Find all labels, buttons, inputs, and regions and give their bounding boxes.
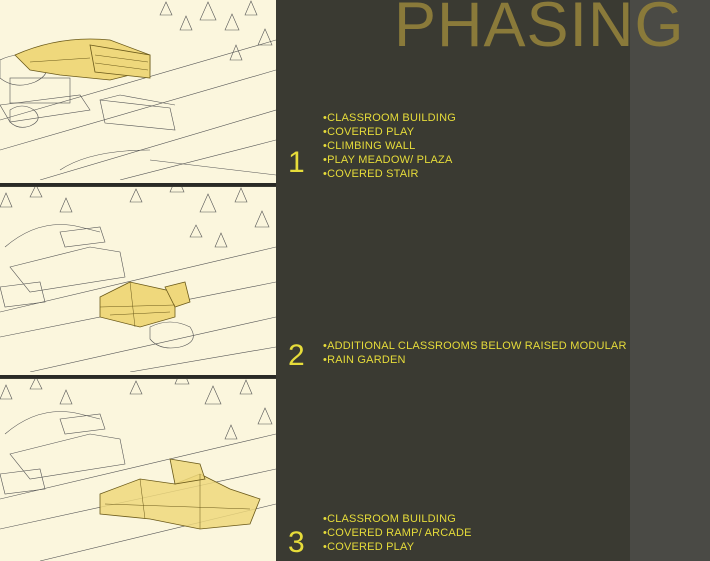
list-item: COVERED PLAY [323,125,456,139]
list-item: RAIN GARDEN [323,353,627,367]
phase-2-list: ADDITIONAL CLASSROOMS BELOW RAISED MODUL… [323,339,627,367]
list-item: CLASSROOM BUILDING [323,512,472,526]
list-item: COVERED RAMP/ ARCADE [323,526,472,540]
list-item: COVERED PLAY [323,540,472,554]
phase-3-number: 3 [288,526,305,559]
phase-1-list: CLASSROOM BUILDING COVERED PLAY CLIMBING… [323,111,456,181]
phase-3-drawing [0,379,276,561]
phase-1-drawing [0,0,276,186]
phase-2-drawing [0,187,276,378]
list-item: COVERED STAIR [323,167,456,181]
list-item: CLIMBING WALL [323,139,456,153]
page-title: PHASING [394,0,685,60]
right-stripe [630,0,710,561]
list-item: PLAY MEADOW/ PLAZA [323,153,456,167]
list-item: CLASSROOM BUILDING [323,111,456,125]
phase-3-list: CLASSROOM BUILDING COVERED RAMP/ ARCADE … [323,512,472,554]
phase-2-number: 2 [288,339,305,372]
list-item: ADDITIONAL CLASSROOMS BELOW RAISED MODUL… [323,339,627,353]
phase-1-number: 1 [288,146,305,179]
